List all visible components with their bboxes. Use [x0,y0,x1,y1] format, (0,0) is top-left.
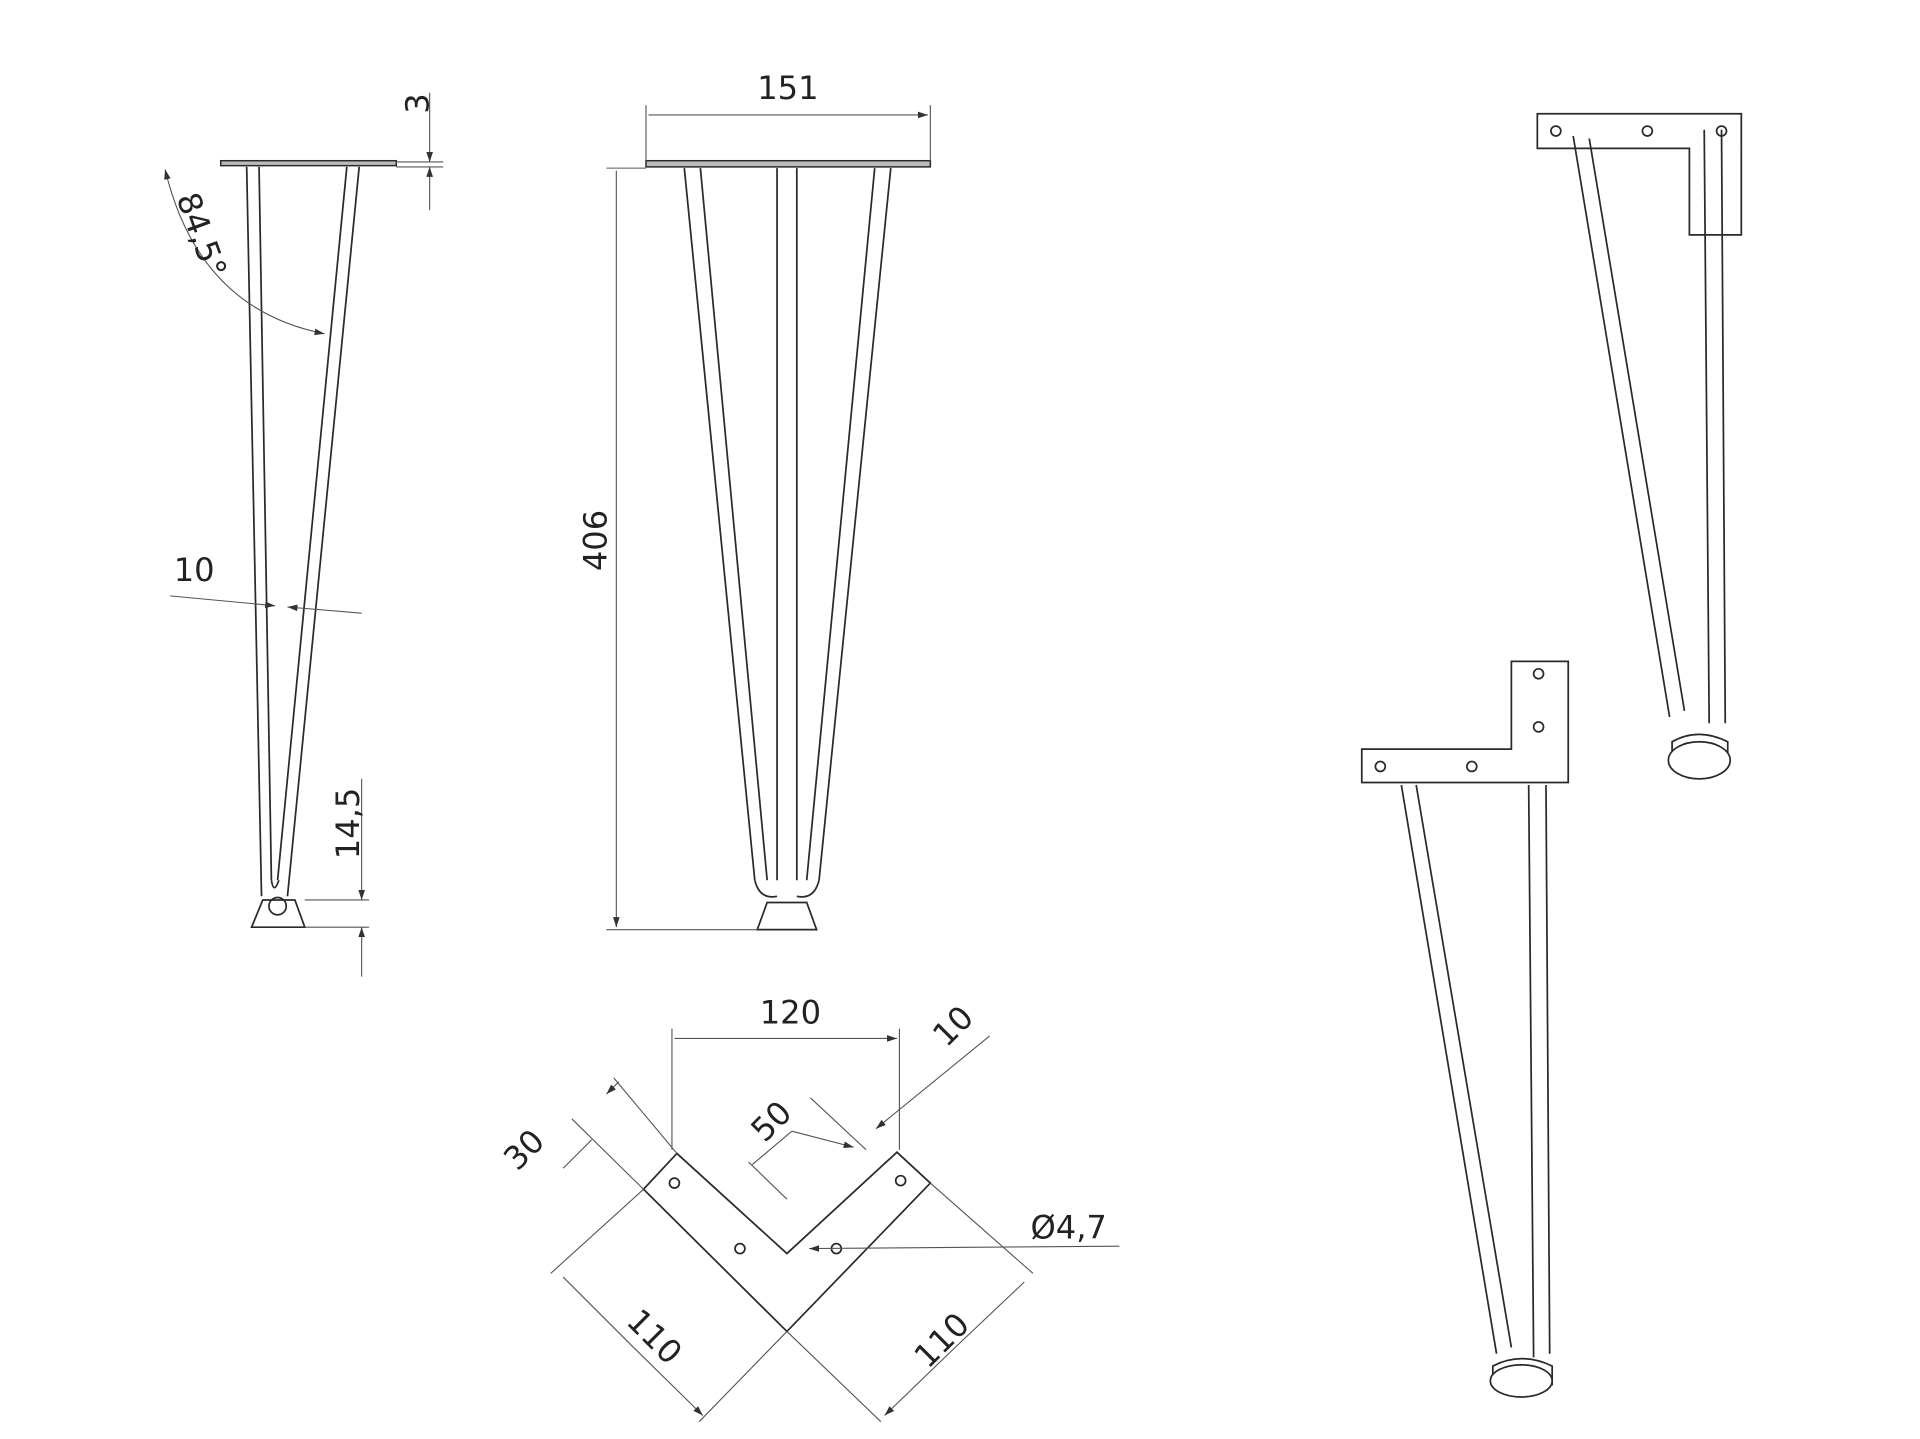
dim-110-left-label: 110 [619,1302,689,1372]
hole [1532,667,1545,680]
dim-3-label: 3 [398,93,436,113]
dim-110-left-line [562,1276,703,1415]
l-plate-outline [642,1151,932,1333]
dim-406-extension [606,167,758,931]
hole [1374,760,1387,773]
dim-110-right-extension [786,1182,1034,1423]
isometric-view-upper [1536,112,1743,780]
front-plate [645,159,932,168]
hole [1641,125,1654,137]
side-view: 3 84,5° 10 14,5 [164,92,444,977]
dim-110-right-line [885,1281,1025,1416]
rod [1400,784,1513,1354]
hole [1465,760,1478,773]
side-rod-back [276,166,361,897]
isometric-view-lower [1360,660,1570,1398]
dim-diameter-label: Ø4,7 [1030,1209,1106,1247]
dim-14-5-extension [304,899,370,928]
dim-14-5-label: 14,5 [329,788,367,860]
dim-10-line-left [169,595,276,609]
front-foot [756,901,818,931]
dim-angle-arc [164,169,325,336]
front-view: 151 406 [576,69,930,930]
side-rod-bend [270,879,280,889]
dim-30-line [562,1081,620,1169]
dim-10-line-right [287,604,362,614]
side-foot [250,899,307,929]
dim-angle-label: 84,5° [169,188,235,283]
plate-view: 120 10 50 30 Ø4,7 110 110 [496,994,1120,1423]
dim-110-right-label: 110 [907,1305,977,1375]
dim-120-label: 120 [760,994,821,1032]
hole [1550,125,1562,137]
dim-diameter-leader [809,1245,1120,1252]
bracket [1360,660,1570,784]
dim-50-line [751,1130,853,1165]
rod [1703,129,1727,724]
dim-30-label: 30 [496,1122,552,1178]
hole [734,1242,746,1255]
hole [894,1174,907,1187]
dim-151-label: 151 [757,69,818,107]
dim-10-plate-line [875,1035,991,1130]
front-rod-bends [753,879,820,898]
hole [1532,721,1545,733]
hole [668,1177,681,1189]
rod [1527,785,1551,1358]
dim-406-label: 406 [576,510,614,571]
front-rod-right [805,168,892,881]
side-rod-front [245,166,273,897]
dim-3-extension [396,161,444,168]
foot-base [1667,740,1732,780]
dim-30-extension [571,1077,678,1190]
side-foot-cap [268,896,288,916]
dim-10-plate-label: 10 [925,998,981,1054]
front-rod-middle [776,168,798,881]
rod [1572,135,1686,718]
foot-base [1489,1363,1554,1398]
dim-10-label: 10 [174,551,215,589]
front-rod-left [683,168,769,881]
bracket [1536,112,1743,236]
dim-151-extension [645,105,931,161]
side-plate [219,159,398,167]
dim-50-label: 50 [743,1093,799,1149]
